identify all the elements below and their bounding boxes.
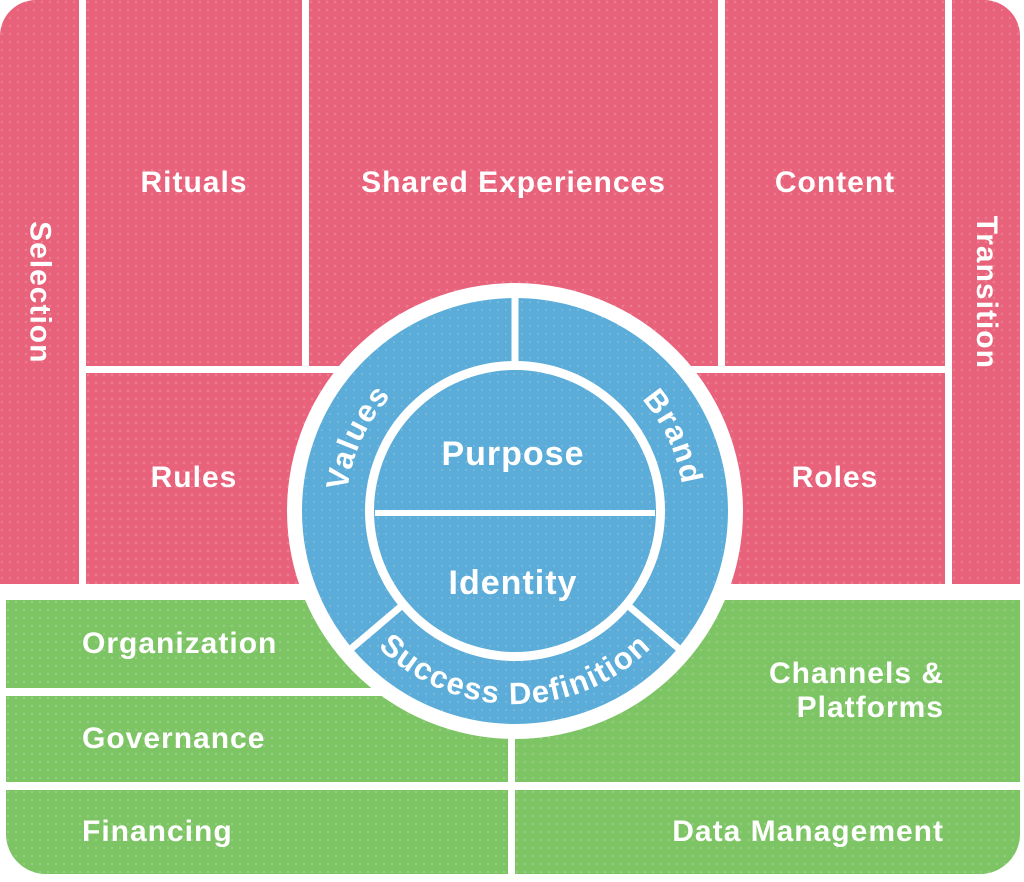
section-selection: Selection [0,0,79,584]
section-financing-label: Financing [82,814,233,848]
section-data-management: Data Management [515,790,1020,874]
section-content-label: Content [774,165,896,199]
center-circle-graphic: Values Brand Success Definition Purpose … [287,283,743,739]
core-label-purpose: Purpose [441,435,584,473]
section-rules-label: Rules [150,461,238,495]
section-financing: Financing [6,790,508,874]
core-label-identity: Identity [449,564,578,602]
section-rituals-label: Rituals [140,165,248,199]
section-channels-platforms-label: Channels & Platforms [768,656,944,725]
section-selection-label: Selection [23,220,57,364]
section-shared-experiences: Shared Experiences [309,0,718,366]
section-transition-label: Transition [970,215,1004,369]
section-governance-label: Governance [82,721,266,755]
section-transition: Transition [952,0,1020,584]
ring-divider-lower-left [343,600,408,656]
section-rituals: Rituals [86,0,302,366]
section-shared-experiences-label: Shared Experiences [361,165,666,199]
section-roles-label: Roles [791,461,879,495]
ring-divider-lower-right [622,600,687,656]
section-content: Content [725,0,945,366]
section-data-management-label: Data Management [672,814,944,848]
section-organization-label: Organization [82,626,278,660]
